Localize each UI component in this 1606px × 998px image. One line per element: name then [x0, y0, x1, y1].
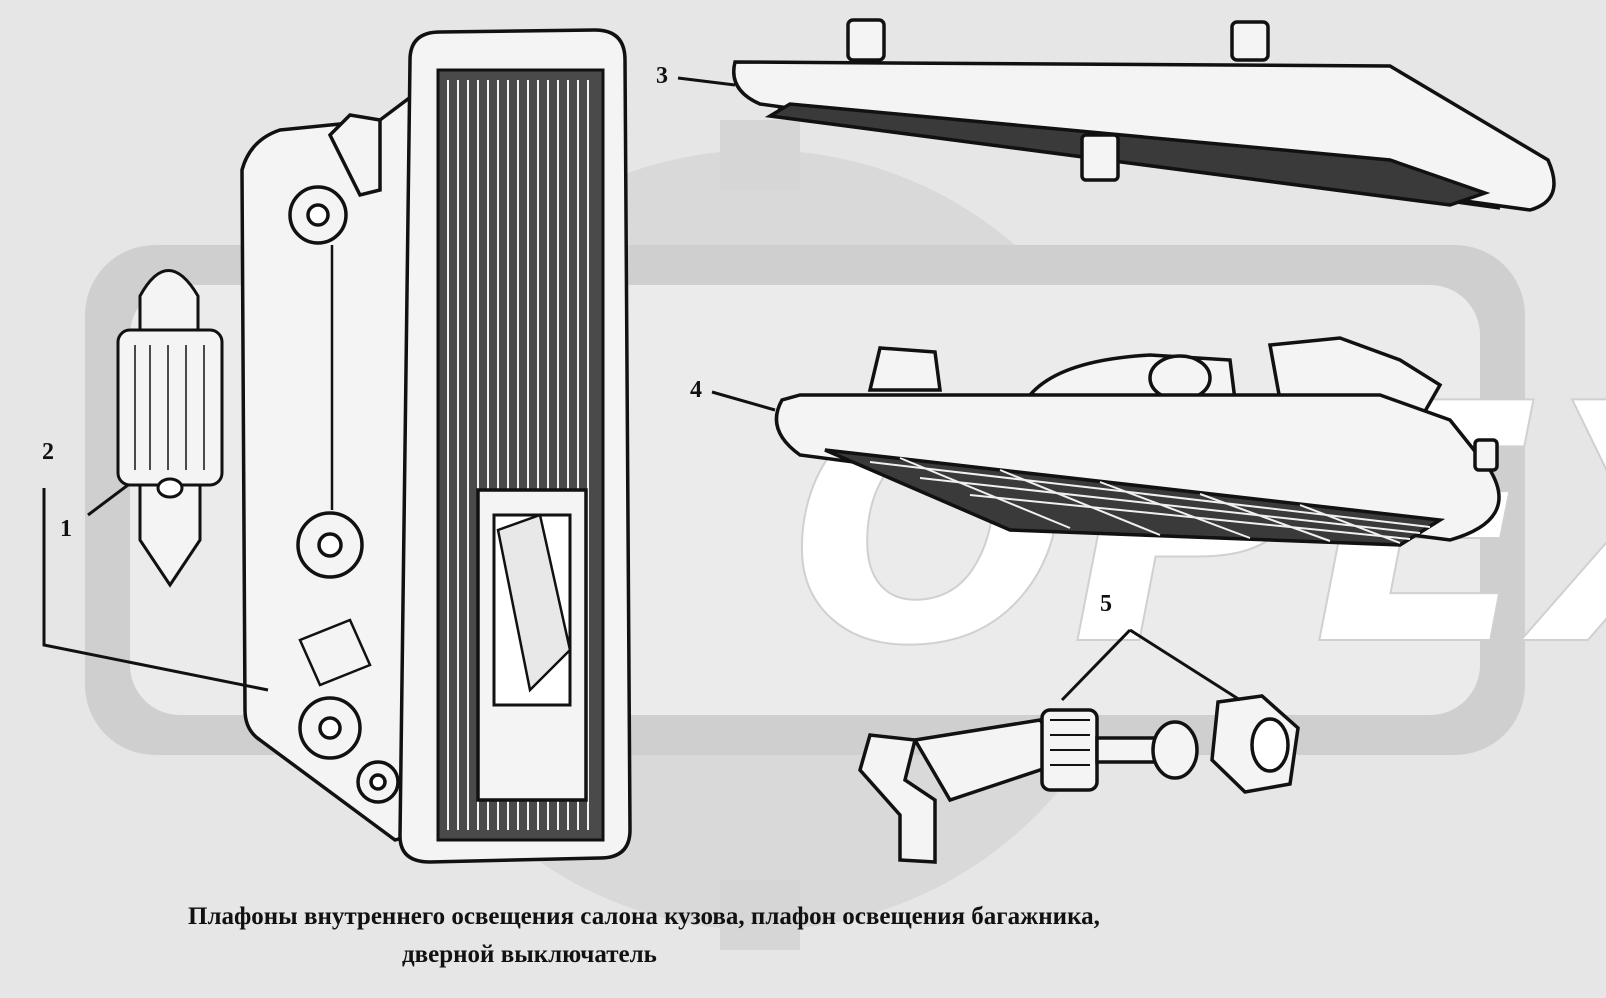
bulb-part	[116, 269, 224, 588]
door-switch	[858, 694, 1300, 864]
callout-1: 1	[60, 516, 72, 542]
callout-2: 2	[42, 439, 54, 465]
caption-line-1: Плафоны внутреннего освещения салона куз…	[188, 903, 1100, 930]
interior-lamp-housing	[240, 28, 632, 864]
trunk-lamp	[774, 336, 1501, 547]
callout-5: 5	[1100, 591, 1112, 617]
leader-lines	[42, 76, 1241, 702]
caption-line-2: дверной выключатель	[402, 941, 657, 968]
callout-3: 3	[656, 63, 668, 89]
lamp-lens-cover	[732, 18, 1556, 212]
callout-4: 4	[690, 377, 702, 403]
